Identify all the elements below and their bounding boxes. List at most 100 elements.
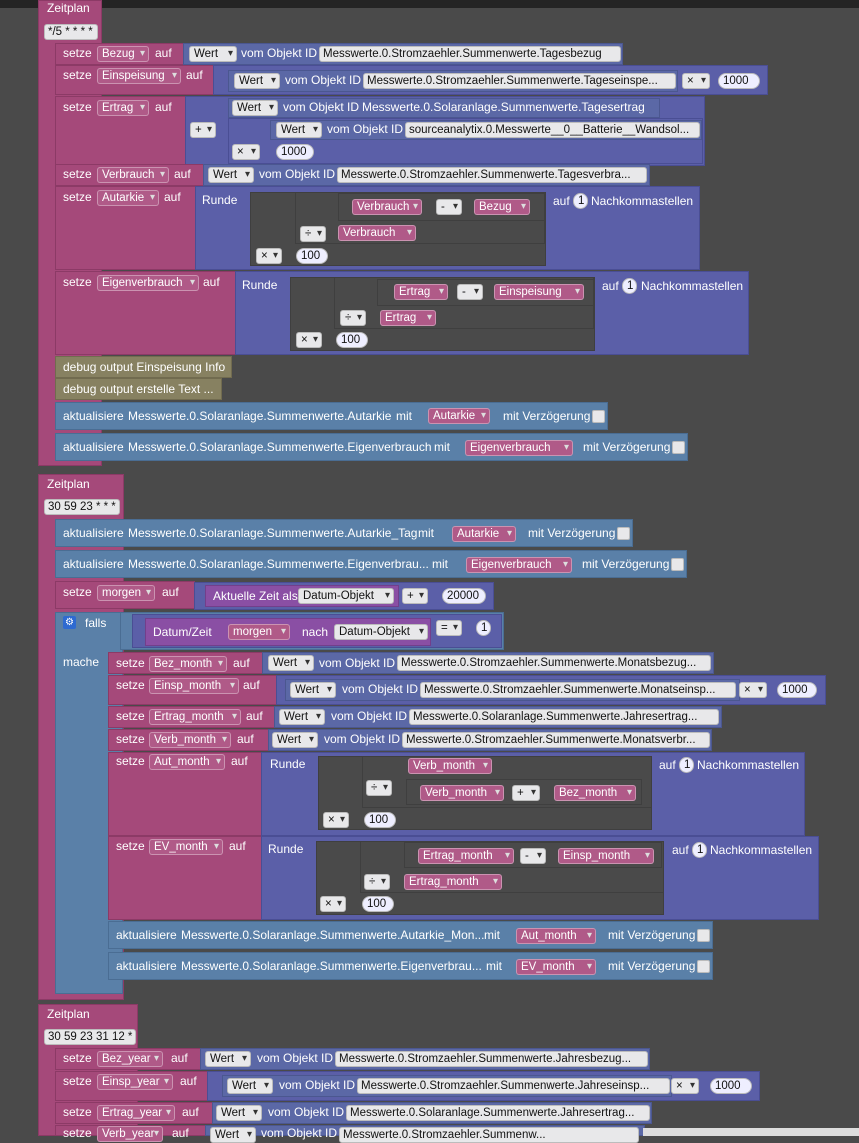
delay-checkbox[interactable] <box>697 960 710 973</box>
wert-dropdown[interactable]: Wert <box>232 100 278 116</box>
var-ev-month-dropdown[interactable]: EV_month <box>516 959 596 975</box>
operator-dropdown[interactable]: + <box>190 122 216 138</box>
var-bezug-dropdown[interactable]: Bezug <box>474 199 530 215</box>
wert-dropdown[interactable]: Wert <box>205 1051 251 1067</box>
var-ertrag-month-dropdown[interactable]: Ertrag_month <box>404 874 502 890</box>
wert-dropdown[interactable]: Wert <box>272 732 318 748</box>
object-id-field[interactable]: Messwerte.0.Solaranlage.Summenwerte.Jahr… <box>409 709 719 725</box>
object-id-text[interactable]: Messwerte.0.Solaranlage.Summenwerte.Eige… <box>128 440 432 454</box>
var-autarkie-dropdown[interactable]: Autarkie <box>428 408 490 424</box>
var-verb-year-dropdown[interactable]: Verb_year <box>97 1126 163 1142</box>
operator-dropdown[interactable]: × <box>256 248 282 264</box>
operator-dropdown[interactable]: × <box>320 896 346 912</box>
update-ev-month-block[interactable] <box>108 952 713 980</box>
decimal-places-field[interactable]: 1 <box>692 842 707 858</box>
operator-dropdown[interactable]: - <box>457 284 483 300</box>
var-einsp-month-dropdown[interactable]: Einsp_month <box>558 848 654 864</box>
var-aut-month-dropdown[interactable]: Aut_month <box>149 754 225 770</box>
number-field[interactable]: 100 <box>336 332 368 348</box>
debug-output-block[interactable] <box>55 356 232 378</box>
wert-dropdown[interactable]: Wert <box>234 73 280 89</box>
var-verb-month-dropdown[interactable]: Verb_month <box>420 785 504 801</box>
var-ertrag-dropdown[interactable]: Ertrag <box>97 100 149 116</box>
var-eigenverbrauch-dropdown[interactable]: Eigenverbrauch <box>465 440 573 456</box>
object-id-field[interactable]: Messwerte.0.Stromzaehler.Summenwerte.Tag… <box>319 46 621 62</box>
update-autarkie-tag-block[interactable] <box>55 519 633 547</box>
var-eigenverbrauch-dropdown[interactable]: Eigenverbrauch <box>466 557 572 573</box>
object-id-text[interactable]: Messwerte.0.Solaranlage.Summenwerte.Tage… <box>362 100 645 114</box>
object-id-field[interactable]: Messwerte.0.Solaranlage.Summenwerte.Jahr… <box>346 1105 650 1121</box>
cron-input[interactable]: */5 * * * * <box>44 24 98 40</box>
var-ev-month-dropdown[interactable]: EV_month <box>149 839 223 855</box>
var-ertrag-dropdown[interactable]: Ertrag <box>380 310 436 326</box>
object-id-field[interactable]: Messwerte.0.Stromzaehler.Summenwerte.Mon… <box>397 655 711 671</box>
date-format-dropdown[interactable]: Datum-Objekt <box>334 624 428 640</box>
cron-input[interactable]: 30 59 23 31 12 * <box>44 1029 136 1045</box>
var-einsp-year-dropdown[interactable]: Einsp_year <box>97 1074 173 1090</box>
object-id-field[interactable]: Messwerte.0.Stromzaehler.Summenwerte.Jah… <box>357 1078 670 1094</box>
var-bez-year-dropdown[interactable]: Bez_year <box>97 1051 163 1067</box>
time-format-dropdown[interactable]: Datum-Objekt <box>298 588 394 604</box>
var-einsp-month-dropdown[interactable]: Einsp_month <box>149 678 239 694</box>
operator-dropdown[interactable]: × <box>671 1078 699 1094</box>
number-field[interactable]: 1 <box>476 620 491 636</box>
wert-dropdown[interactable]: Wert <box>268 655 314 671</box>
wert-dropdown[interactable]: Wert <box>189 46 237 62</box>
object-id-field[interactable]: sourceanalytix.0.Messwerte__0__Batterie_… <box>405 122 700 138</box>
number-field[interactable]: 100 <box>362 896 394 912</box>
object-id-text[interactable]: Messwerte.0.Solaranlage.Summenwerte.Eige… <box>128 557 429 571</box>
number-field[interactable]: 20000 <box>442 588 486 604</box>
var-ertrag-month-dropdown[interactable]: Ertrag_month <box>418 848 514 864</box>
decimal-places-field[interactable]: 1 <box>573 193 588 209</box>
var-bez-month-dropdown[interactable]: Bez_month <box>149 656 227 672</box>
object-id-field[interactable]: Messwerte.0.Stromzaehler.Summenwerte.Mon… <box>420 682 736 698</box>
operator-dropdown[interactable]: ÷ <box>366 780 392 796</box>
var-aut-month-dropdown[interactable]: Aut_month <box>516 928 596 944</box>
var-einspeisung-dropdown[interactable]: Einspeisung <box>494 284 584 300</box>
horizontal-scrollbar[interactable] <box>643 1128 859 1136</box>
debug-output-block[interactable] <box>55 378 222 400</box>
update-autarkie-block[interactable] <box>55 402 608 430</box>
object-id-field[interactable]: Messwerte.0.Stromzaehler.Summenw... <box>339 1127 639 1143</box>
object-id-text[interactable]: Messwerte.0.Solaranlage.Summenwerte.Auta… <box>128 409 392 423</box>
var-einspeisung-dropdown[interactable]: Einspeisung <box>97 68 181 84</box>
number-field[interactable]: 1000 <box>718 73 760 89</box>
var-eigenverbrauch-dropdown[interactable]: Eigenverbrauch <box>97 275 199 291</box>
number-field[interactable]: 1000 <box>276 144 314 160</box>
wert-dropdown[interactable]: Wert <box>227 1078 273 1094</box>
object-id-field[interactable]: Messwerte.0.Stromzaehler.Summenwerte.Mon… <box>402 732 710 748</box>
wert-dropdown[interactable]: Wert <box>276 122 322 138</box>
var-ertrag-month-dropdown[interactable]: Ertrag_month <box>149 709 241 725</box>
delay-checkbox[interactable] <box>697 929 710 942</box>
operator-dropdown[interactable]: - <box>520 848 546 864</box>
delay-checkbox[interactable] <box>617 527 630 540</box>
wert-dropdown[interactable]: Wert <box>216 1105 262 1121</box>
var-autarkie-dropdown[interactable]: Autarkie <box>452 526 516 542</box>
delay-checkbox[interactable] <box>672 441 685 454</box>
delay-checkbox[interactable] <box>592 410 605 423</box>
var-bezug-dropdown[interactable]: Bezug <box>97 46 149 62</box>
operator-dropdown[interactable]: × <box>682 73 710 89</box>
number-field[interactable]: 1000 <box>777 682 817 698</box>
operator-dropdown[interactable]: - <box>436 199 462 215</box>
var-bez-month-dropdown[interactable]: Bez_month <box>554 785 636 801</box>
object-id-text[interactable]: Messwerte.0.Solaranlage.Summenwerte.Auta… <box>181 928 485 942</box>
update-autarkie-month-block[interactable] <box>108 921 713 949</box>
wert-dropdown[interactable]: Wert <box>290 682 336 698</box>
object-id-text[interactable]: Messwerte.0.Solaranlage.Summenwerte.Auta… <box>128 526 418 540</box>
update-eigenverbrauch-block[interactable] <box>55 433 688 461</box>
operator-dropdown[interactable]: ÷ <box>300 226 326 242</box>
var-verbrauch-dropdown[interactable]: Verbrauch <box>97 167 169 183</box>
operator-dropdown[interactable]: ÷ <box>340 310 366 326</box>
number-field[interactable]: 1000 <box>710 1078 752 1094</box>
wert-dropdown[interactable]: Wert <box>210 1127 256 1143</box>
var-morgen-dropdown[interactable]: morgen <box>228 624 290 640</box>
var-ertrag-year-dropdown[interactable]: Ertrag_year <box>97 1105 175 1121</box>
object-id-text[interactable]: Messwerte.0.Solaranlage.Summenwerte.Eige… <box>181 959 482 973</box>
operator-dropdown[interactable]: × <box>739 682 767 698</box>
wert-dropdown[interactable]: Wert <box>208 167 254 183</box>
var-ertrag-dropdown[interactable]: Ertrag <box>394 284 448 300</box>
var-autarkie-dropdown[interactable]: Autarkie <box>97 190 159 206</box>
gear-icon[interactable]: ⚙ <box>63 616 76 629</box>
operator-dropdown[interactable]: + <box>402 588 428 604</box>
